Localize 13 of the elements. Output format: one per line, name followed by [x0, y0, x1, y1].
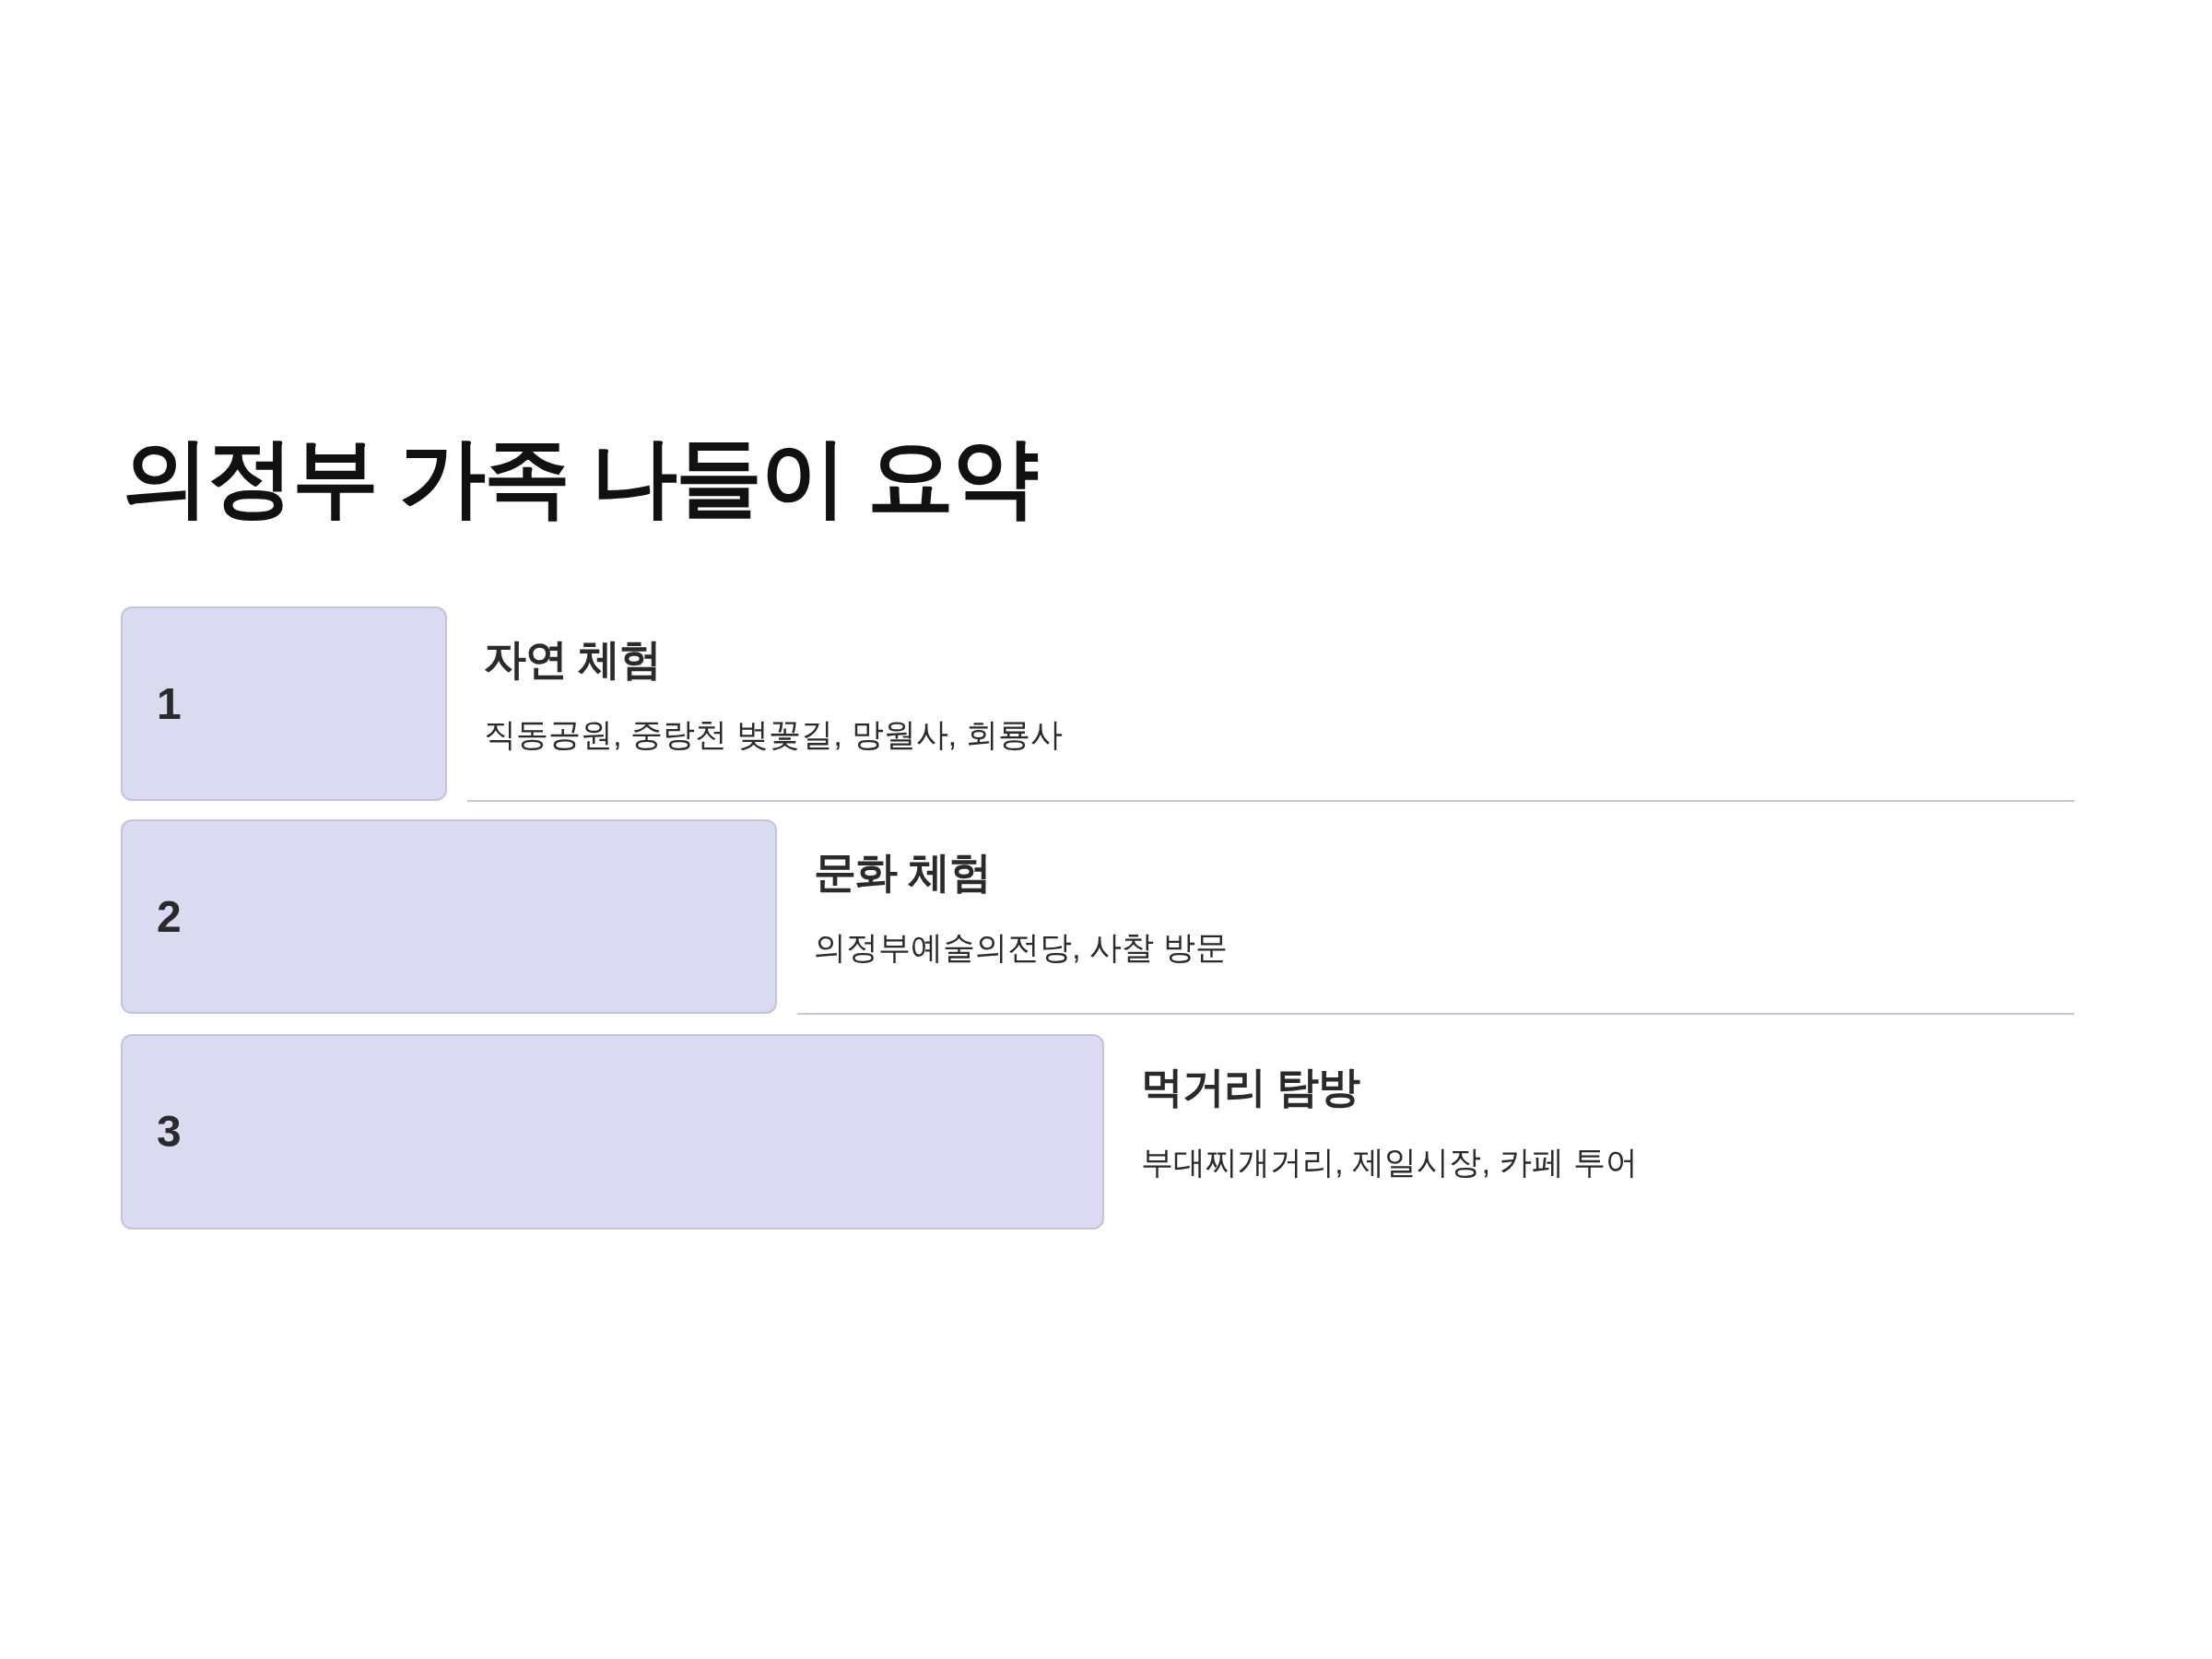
- description-text: 직동공원, 중랑천 벚꽃길, 망월사, 회룡사: [484, 715, 1064, 754]
- step-box: [121, 1034, 1104, 1230]
- step-number: 2: [157, 890, 182, 943]
- step-box: [121, 819, 777, 1014]
- description-text: 부대찌개거리, 제일시장, 카페 투어: [1141, 1143, 1638, 1182]
- step-box: [121, 606, 447, 801]
- step-number: 3: [157, 1106, 182, 1159]
- section-heading: 먹거리 탐방: [1141, 1062, 1359, 1112]
- page-title: 의정부 가족 나들이 요약: [123, 428, 1038, 527]
- step-number: 1: [157, 677, 182, 730]
- description-text: 의정부예술의전당, 사찰 방문: [814, 928, 1229, 967]
- section-heading: 문화 체험: [814, 847, 991, 898]
- section-heading: 자연 체험: [484, 634, 661, 685]
